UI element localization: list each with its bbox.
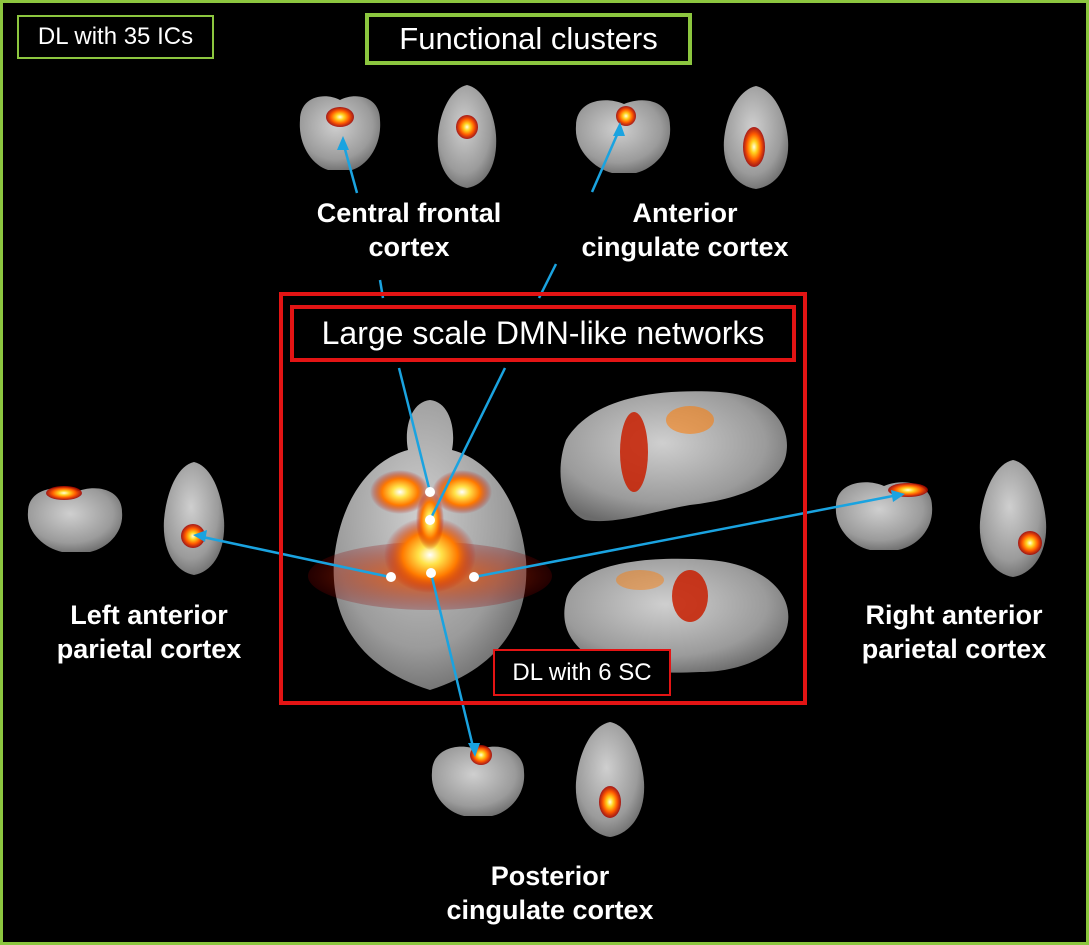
left-parietal-axial-icon — [163, 462, 225, 575]
right-parietal-axial-icon — [979, 460, 1047, 577]
connector-endpoints — [386, 487, 479, 582]
dmn-lateral-brain-lower-icon — [564, 558, 789, 673]
dmn-frame — [279, 292, 807, 705]
central-frontal-cortex-label: Central frontal cortex — [316, 198, 502, 262]
anterior-cingulate-cortex-label: Anterior cingulate cortex — [581, 198, 789, 262]
dl-6-sc-label: DL with 6 SC — [493, 649, 671, 696]
anterior-cingulate-axial-icon — [723, 86, 789, 189]
left-anterior-parietal-label: Left anterior parietal cortex — [56, 600, 242, 664]
functional-clusters-title: Functional clusters — [365, 13, 692, 65]
posterior-cingulate-axial-icon — [575, 722, 645, 837]
dmn-lateral-brain-upper-icon — [560, 391, 787, 522]
dl-35-ics-label: DL with 35 ICs — [17, 15, 214, 59]
right-parietal-coronal-icon — [835, 482, 933, 550]
dmn-networks-title: Large scale DMN-like networks — [290, 305, 796, 362]
anterior-cingulate-coronal-icon — [575, 100, 671, 173]
central-frontal-axial-icon — [437, 85, 497, 188]
connector-arrowheads — [193, 122, 905, 757]
posterior-cingulate-coronal-icon — [431, 745, 525, 816]
left-parietal-coronal-icon — [27, 486, 123, 552]
central-frontal-coronal-icon — [299, 96, 381, 170]
dmn-dorsal-brain-icon — [308, 400, 552, 690]
posterior-cingulate-cortex-label: Posterior cingulate cortex — [446, 861, 654, 925]
right-anterior-parietal-label: Right anterior parietal cortex — [861, 600, 1047, 664]
